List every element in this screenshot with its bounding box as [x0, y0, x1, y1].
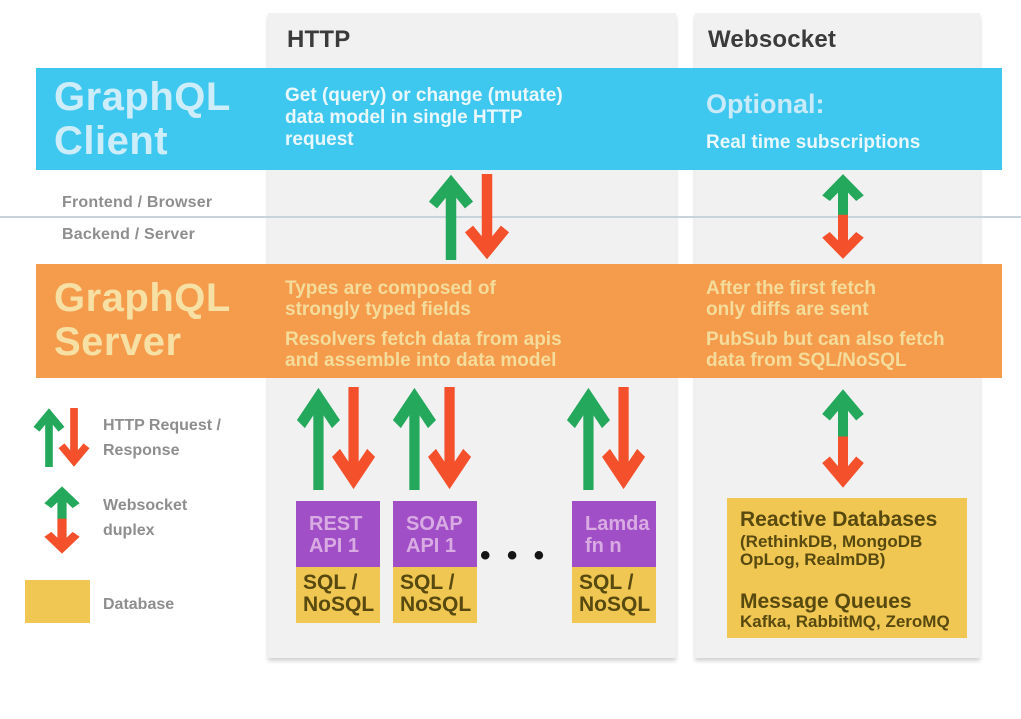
graphql-client-title: GraphQL Client	[54, 75, 231, 163]
column-http-title: HTTP	[287, 26, 351, 53]
server-http-note-1: Types are composed of strongly typed fie…	[285, 278, 496, 320]
legend-database-swatch	[25, 580, 90, 623]
api-box-soap-db-label: SQL / NoSQL	[393, 567, 477, 623]
server-http-note-2: Resolvers fetch data from apis and assem…	[285, 329, 562, 371]
graphql-server-band: GraphQL Server Types are composed of str…	[36, 264, 1002, 378]
legend-websocket-duplex-icon	[42, 486, 82, 554]
legend-database-label: Database	[103, 596, 175, 613]
legend-http-arrows-icon	[33, 408, 90, 467]
api-box-lambda-db-label: SQL / NoSQL	[572, 567, 656, 623]
message-queues-title: Message Queues	[740, 590, 912, 613]
client-websocket-block: Optional: Real time subscriptions	[706, 89, 920, 154]
reactive-databases-title: Reactive Databases	[740, 508, 938, 531]
client-ws-optional-title: Optional:	[706, 89, 825, 119]
ellipsis-dots-icon: • • •	[480, 539, 549, 572]
http-request-response-arrows-icon	[296, 387, 376, 490]
websocket-duplex-arrow-icon	[819, 388, 867, 489]
backend-label: Backend / Server	[62, 226, 196, 243]
frontend-label: Frontend / Browser	[62, 194, 213, 211]
client-ws-note: Real time subscriptions	[706, 132, 921, 153]
http-request-response-arrows-icon	[392, 387, 472, 490]
api-box-lambda: Lamda fn n SQL / NoSQL	[572, 501, 656, 623]
reactive-databases-examples: (RethinkDB, MongoDB OpLog, RealmDB)	[740, 532, 923, 569]
server-ws-note-2: PubSub but can also fetch data from SQL/…	[706, 329, 945, 371]
api-box-rest: REST API 1 SQL / NoSQL	[296, 501, 380, 623]
graphql-client-band: GraphQL Client Get (query) or change (mu…	[36, 68, 1002, 170]
legend-websocket-label: Websocket duplex	[103, 497, 188, 539]
graphql-server-title: GraphQL Server	[54, 276, 231, 364]
api-box-rest-db-label: SQL / NoSQL	[296, 567, 380, 623]
frontend-backend-divider	[0, 216, 1021, 218]
api-box-soap-label: SOAP API 1	[393, 501, 477, 567]
api-box-lambda-label: Lamda fn n	[572, 501, 656, 567]
reactive-databases-box: Reactive Databases (RethinkDB, MongoDB O…	[727, 498, 967, 638]
websocket-duplex-arrow-icon	[819, 173, 867, 260]
message-queues-examples: Kafka, RabbitMQ, ZeroMQ	[740, 612, 950, 631]
http-request-response-arrows-icon	[428, 174, 510, 260]
legend-http-label: HTTP Request / Response	[103, 417, 221, 459]
server-ws-note-1: After the first fetch only diffs are sen…	[706, 278, 876, 320]
client-http-note: Get (query) or change (mutate) data mode…	[285, 85, 563, 150]
api-box-soap: SOAP API 1 SQL / NoSQL	[393, 501, 477, 623]
column-websocket-title: Websocket	[708, 26, 837, 53]
api-box-rest-label: REST API 1	[296, 501, 380, 567]
http-request-response-arrows-icon	[566, 387, 646, 490]
